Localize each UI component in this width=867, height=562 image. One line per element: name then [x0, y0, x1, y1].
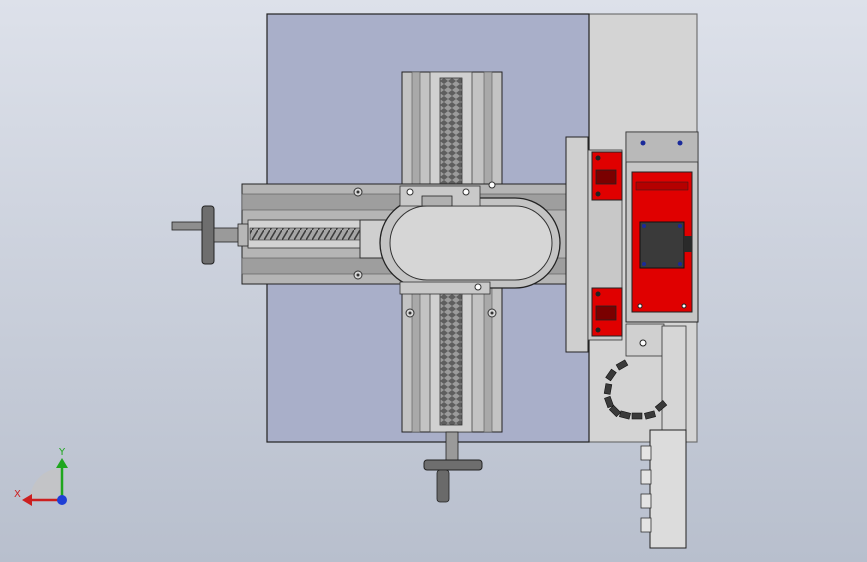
triad-y-label: Y [58, 447, 66, 458]
left-handwheel[interactable] [171, 205, 249, 265]
triad-plane [30, 468, 62, 500]
triad-z-axis [57, 495, 67, 505]
bottom-handwheel[interactable] [423, 431, 483, 503]
red-linear-guide-blocks[interactable] [591, 151, 623, 337]
lower-connector-block[interactable] [640, 429, 687, 549]
coordinate-triad: Y X [14, 447, 68, 506]
triad-x-label: X [14, 489, 21, 500]
red-motor-mount[interactable] [625, 131, 699, 323]
rounded-carriage[interactable] [359, 181, 561, 318]
